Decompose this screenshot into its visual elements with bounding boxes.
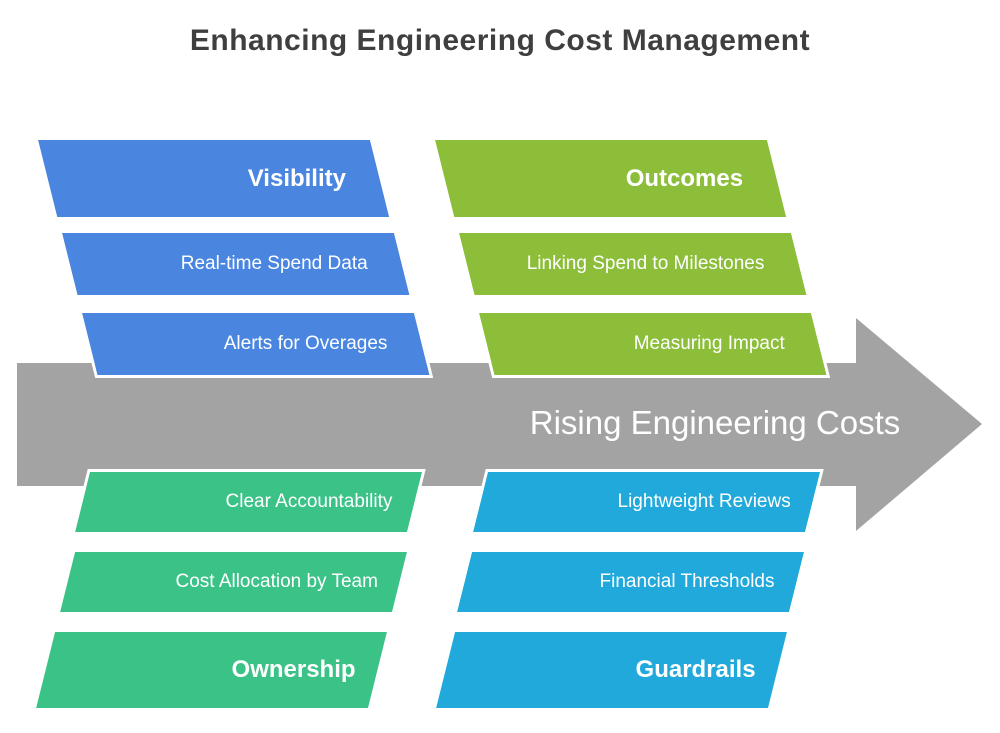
shape-cost-allocation-by-team: Cost Allocation by Team <box>56 549 411 615</box>
cost-allocation-by-team-label: Cost Allocation by Team <box>175 571 378 592</box>
guardrails-header-label: Guardrails <box>635 656 756 683</box>
shape-lightweight-reviews: Lightweight Reviews <box>469 469 824 535</box>
arrow-label: Rising Engineering Costs <box>529 404 901 441</box>
diagram-title: Enhancing Engineering Cost Management <box>189 24 811 57</box>
clear-accountability-label: Clear Accountability <box>225 491 393 512</box>
shape-ownership-header: Ownership <box>32 629 391 711</box>
lightweight-reviews-label: Lightweight Reviews <box>617 491 791 512</box>
shape-linking-spend-to-milestones: Linking Spend to Milestones <box>455 230 810 298</box>
measuring-impact-label: Measuring Impact <box>633 333 785 354</box>
alerts-for-overages-label: Alerts for Overages <box>224 333 388 354</box>
shape-guardrails-header: Guardrails <box>432 629 791 711</box>
shape-financial-thresholds: Financial Thresholds <box>453 549 808 615</box>
shape-alerts-for-overages: Alerts for Overages <box>78 310 433 378</box>
visibility-header-label: Visibility <box>247 164 346 192</box>
shape-clear-accountability: Clear Accountability <box>71 469 426 535</box>
financial-thresholds-label: Financial Thresholds <box>599 571 775 592</box>
realtime-spend-data-label: Real-time Spend Data <box>180 253 368 274</box>
outcomes-header-label: Outcomes <box>625 164 743 192</box>
shape-realtime-spend-data: Real-time Spend Data <box>58 230 413 298</box>
shape-outcomes-header: Outcomes <box>431 137 790 220</box>
ownership-header-label: Ownership <box>231 656 356 683</box>
shape-visibility-header: Visibility <box>34 137 393 220</box>
shape-measuring-impact: Measuring Impact <box>475 310 830 378</box>
linking-spend-to-milestones-label: Linking Spend to Milestones <box>527 253 765 274</box>
